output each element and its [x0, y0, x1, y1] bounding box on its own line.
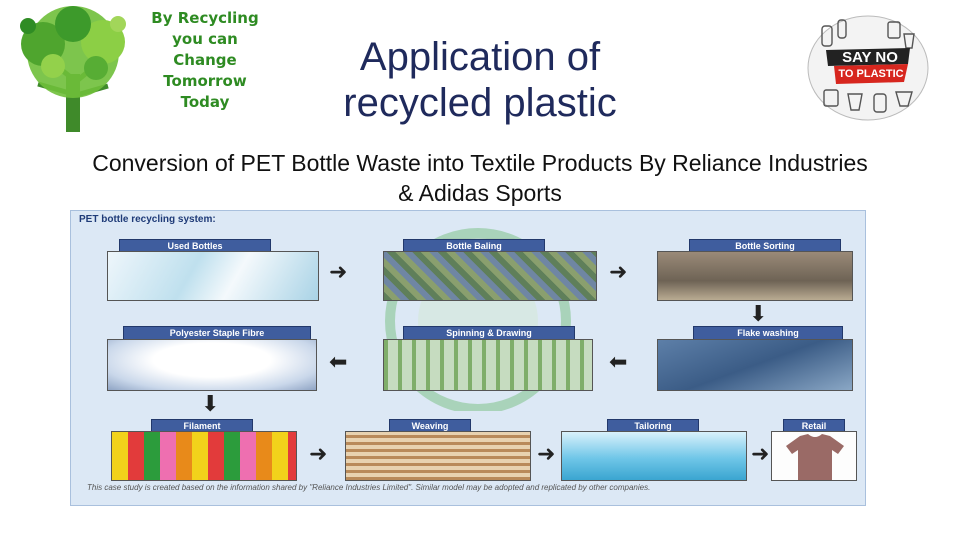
right-arrow-icon: ➜ [609, 261, 627, 283]
spinning-drawing-image [383, 339, 593, 391]
slide-title: Application of recycled plastic [300, 34, 660, 126]
right-arrow-icon: ➜ [751, 443, 769, 465]
stage-label-polyester-staple-fibre: Polyester Staple Fibre [123, 326, 311, 340]
recycling-slogan: By Recycling you can Change Tomorrow Tod… [140, 8, 270, 113]
right-arrow-icon: ➜ [537, 443, 555, 465]
filament-spools-image [111, 431, 297, 481]
slogan-line: you can [140, 29, 270, 50]
right-arrow-icon: ➜ [329, 261, 347, 283]
bottle-baling-image [383, 251, 597, 301]
slogan-line: Today [140, 92, 270, 113]
tshirt-retail-image [771, 431, 857, 481]
left-arrow-icon: ⬅ [609, 351, 627, 373]
slogan-line: Change [140, 50, 270, 71]
stage-label-flake-washing: Flake washing [693, 326, 843, 340]
down-arrow-icon: ⬇ [201, 393, 219, 415]
right-arrow-icon: ➜ [309, 443, 327, 465]
recycling-process-diagram: झारखण्ड PET bottle recycling system: Use… [70, 210, 866, 506]
down-arrow-icon: ⬇ [749, 303, 767, 325]
polyester-fibre-image [107, 339, 317, 391]
flake-washing-image [657, 339, 853, 391]
used-bottles-image [107, 251, 319, 301]
bottle-sorting-image [657, 251, 853, 301]
recycling-tree-logo [8, 4, 140, 132]
tshirt-icon [772, 432, 857, 481]
say-no-text: SAY NO [830, 49, 910, 66]
weaving-loom-image [345, 431, 531, 481]
slide-subtitle: Conversion of PET Bottle Waste into Text… [90, 148, 870, 208]
stage-label-spinning-drawing: Spinning & Drawing [403, 326, 575, 340]
diagram-footnote: This case study is created based on the … [87, 483, 857, 493]
diagram-heading: PET bottle recycling system: [79, 214, 216, 225]
to-plastic-text: TO PLASTIC [834, 67, 908, 82]
left-arrow-icon: ⬅ [329, 351, 347, 373]
say-no-to-plastic-logo: SAY NO TO PLASTIC [804, 12, 932, 124]
sewing-machine-image [561, 431, 747, 481]
slogan-line: Tomorrow [140, 71, 270, 92]
slogan-line: By Recycling [140, 8, 270, 29]
